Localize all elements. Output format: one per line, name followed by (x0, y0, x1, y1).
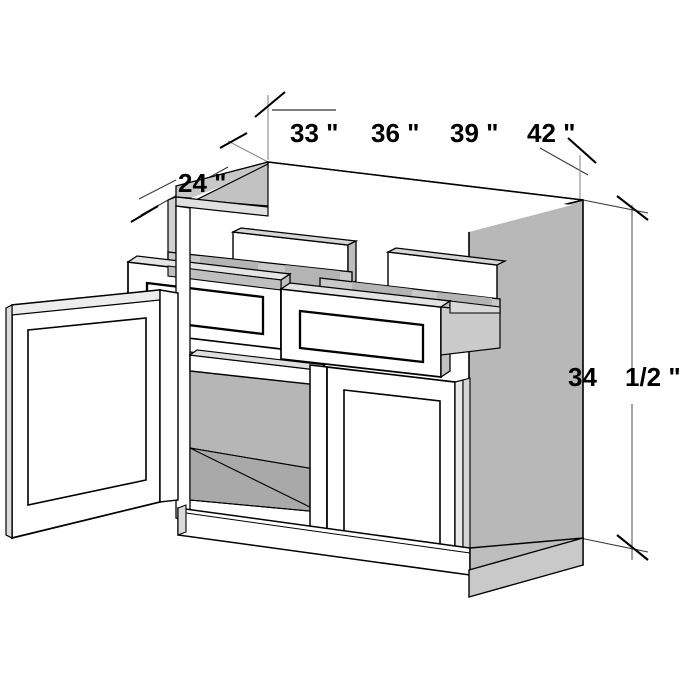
height-label-fraction: 1/2 " (625, 362, 681, 392)
depth-label-24: 24 " (178, 168, 226, 198)
right-drawer-open (279, 277, 501, 379)
left-door-hinge-return (159, 289, 179, 503)
right-drawer-side (440, 306, 501, 356)
dim-height-line (579, 195, 649, 561)
width-label-39: 39 " (450, 118, 498, 148)
width-label-36: 36 " (371, 118, 419, 148)
left-door-panel (27, 317, 147, 506)
center-stile (309, 364, 328, 546)
right-door-closed[interactable] (326, 366, 471, 563)
top-rail-left (175, 196, 269, 217)
height-label-whole: 34 (568, 362, 597, 392)
rail-top-bevel (188, 349, 327, 371)
right-door-edge-inner (462, 377, 471, 561)
right-drawer-panel (298, 309, 425, 364)
dimension-annotations (130, 91, 649, 561)
right-door-panel (343, 389, 441, 546)
left-door-open[interactable] (5, 289, 179, 540)
dimension-labels: 33 " 36 " 39 " 42 " 24 " 34 1/2 " (178, 118, 681, 392)
right-door-edge (454, 379, 464, 563)
width-label-33: 33 " (290, 118, 338, 148)
width-label-42: 42 " (527, 118, 575, 148)
toe-kick-left-edge (177, 504, 187, 536)
right-panel-base (468, 537, 584, 598)
dim-extension-top-right (539, 137, 597, 205)
interior-back-face (186, 168, 572, 232)
right-side-panel (468, 198, 584, 572)
toe-kick-rule (185, 512, 471, 554)
dim-extension-top-left (254, 91, 336, 160)
left-door-thickness (5, 304, 13, 539)
floor-diagonal (189, 447, 321, 513)
